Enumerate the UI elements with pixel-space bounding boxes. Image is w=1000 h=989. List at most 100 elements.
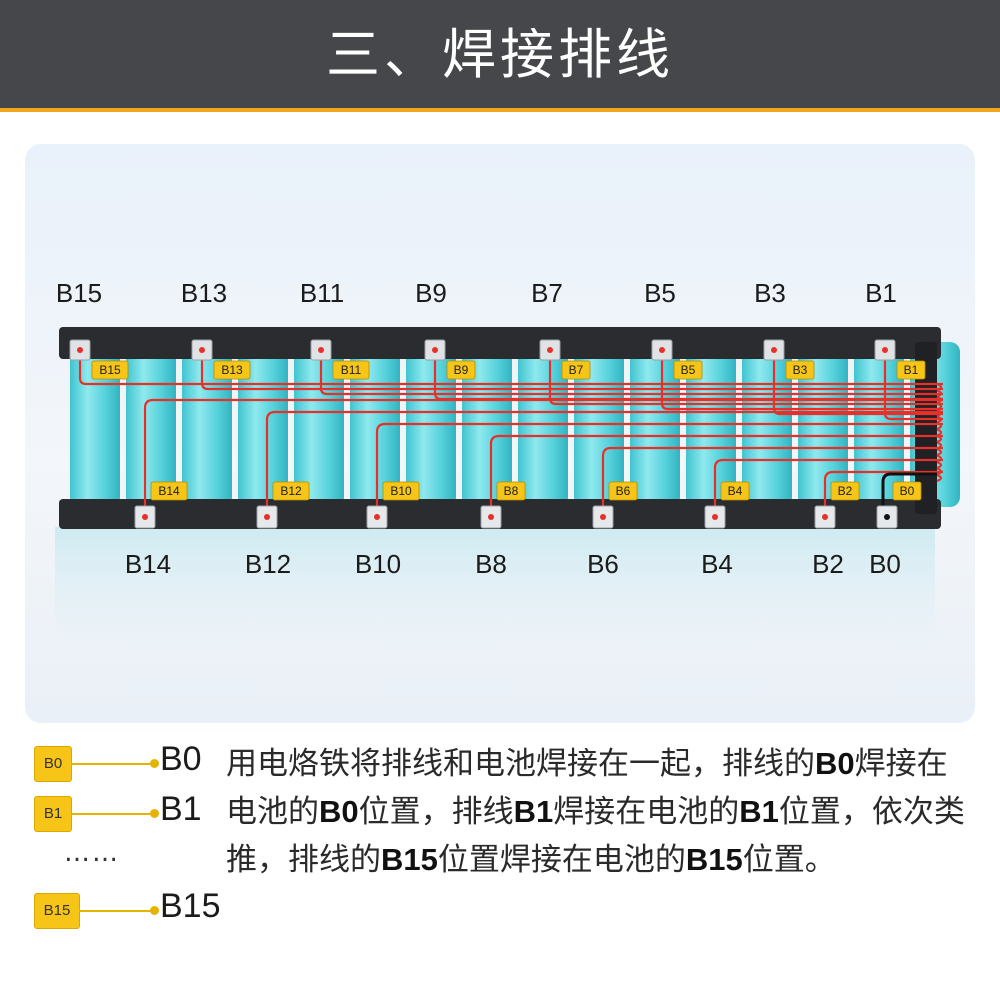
bottom-column-label: B8 xyxy=(475,549,507,579)
legend-ellipsis: …… xyxy=(64,838,120,868)
wire-loop xyxy=(936,408,943,418)
wire-top xyxy=(660,350,943,411)
bottom-tag xyxy=(720,481,750,501)
bottom-solder xyxy=(712,514,718,520)
bottom-tag xyxy=(496,481,526,501)
legend-leader-line xyxy=(71,763,155,765)
bottom-tag-label: B0 xyxy=(900,484,915,498)
top-solder xyxy=(547,347,553,353)
top-tag-label: B9 xyxy=(454,363,469,377)
desc-text: 位置，依次类推，排线的 xyxy=(226,794,965,878)
wire-loop xyxy=(936,460,943,470)
top-column-label: B1 xyxy=(865,278,897,308)
top-tag xyxy=(785,360,815,380)
bottom-solder xyxy=(374,514,380,520)
desc-highlight: B0 xyxy=(319,794,359,829)
wire-loop xyxy=(936,421,943,431)
top-column-label: B7 xyxy=(531,278,563,308)
top-column-label: B9 xyxy=(415,278,447,308)
header-accent-line xyxy=(0,108,1000,112)
bottom-tag-label: B8 xyxy=(504,484,519,498)
bottom-column-label: B4 xyxy=(701,549,733,579)
legend-chip: B1 xyxy=(34,796,72,832)
top-tag xyxy=(561,360,591,380)
wire-bottom xyxy=(265,410,943,516)
top-solder xyxy=(77,347,83,353)
floor-reflection xyxy=(55,527,935,677)
wire-loop xyxy=(936,382,943,392)
bottom-column-label: B10 xyxy=(354,549,402,579)
wire-bottom xyxy=(375,422,943,516)
bottom-tag-label: B4 xyxy=(728,484,743,498)
wire-b0 xyxy=(881,472,937,516)
wire-bottom xyxy=(713,458,943,516)
legend-label: B15 xyxy=(160,887,221,925)
legend-chip: B15 xyxy=(34,893,80,929)
wire-bottom xyxy=(143,398,943,516)
page-title: 三、焊接排线 xyxy=(326,23,674,86)
top-holder xyxy=(59,327,941,359)
desc-highlight: B0 xyxy=(815,746,855,781)
top-solder xyxy=(318,347,324,353)
wire-loop xyxy=(936,441,943,450)
bottom-solder xyxy=(142,514,148,520)
desc-text: 位置，排线 xyxy=(358,794,514,830)
top-column-label: B5 xyxy=(644,278,676,308)
header-bar xyxy=(0,0,1000,110)
legend-chip: B0 xyxy=(34,746,72,782)
desc-text: 位置。 xyxy=(742,842,836,878)
wire-top xyxy=(319,350,943,396)
bottom-tag xyxy=(892,481,922,501)
legend-leader-line xyxy=(79,910,155,912)
wire-bottom xyxy=(601,446,943,516)
bottom-solder xyxy=(488,514,494,520)
top-column-label: B3 xyxy=(754,278,786,308)
desc-highlight: B15 xyxy=(685,842,743,877)
top-column-label: B13 xyxy=(180,278,228,308)
bottom-tag xyxy=(272,481,310,501)
desc-highlight: B1 xyxy=(513,794,554,829)
wire-loop xyxy=(936,467,943,476)
top-solder xyxy=(882,347,888,353)
wire-loop xyxy=(936,389,943,398)
desc-text: 焊接在电池的 xyxy=(226,746,948,830)
top-tag-label: B7 xyxy=(569,363,584,377)
top-solder xyxy=(432,347,438,353)
top-tag-label: B11 xyxy=(341,363,362,377)
wire-loop xyxy=(936,428,943,437)
wire-top xyxy=(200,350,943,391)
legend-leader-line xyxy=(71,813,155,815)
wire-bottom xyxy=(489,434,943,516)
top-tag-label: B3 xyxy=(793,363,808,377)
top-tag-label: B5 xyxy=(681,363,696,377)
bottom-tag-label: B2 xyxy=(838,484,853,498)
bottom-tag xyxy=(382,481,420,501)
desc-text: 位置焊接在电池的 xyxy=(437,842,686,878)
bottom-tag-label: B14 xyxy=(158,484,180,498)
top-tag xyxy=(332,360,370,380)
top-solder xyxy=(771,347,777,353)
top-column-label: B11 xyxy=(299,278,345,308)
top-tag-label: B15 xyxy=(99,363,121,377)
top-tag xyxy=(446,360,476,380)
top-tag xyxy=(673,360,703,380)
desc-text: 焊接在电池的 xyxy=(553,794,740,830)
bottom-tag xyxy=(608,481,638,501)
bottom-column-label: B0 xyxy=(869,549,901,579)
wire-loop xyxy=(936,402,943,411)
bottom-tag xyxy=(830,481,860,501)
wire-loop xyxy=(936,473,943,483)
bottom-column-label: B14 xyxy=(124,549,172,579)
desc-text: 用电烙铁将排线和电池焊接在一起，排线的 xyxy=(226,746,815,782)
bottom-tag-label: B12 xyxy=(280,484,302,498)
top-solder xyxy=(659,347,665,353)
legend-dot xyxy=(150,809,159,818)
wire-top xyxy=(78,350,943,386)
bottom-solder xyxy=(884,514,890,520)
bottom-solder xyxy=(822,514,828,520)
legend-dot xyxy=(150,759,159,768)
top-tag xyxy=(896,360,926,380)
bottom-tag-label: B6 xyxy=(616,484,631,498)
